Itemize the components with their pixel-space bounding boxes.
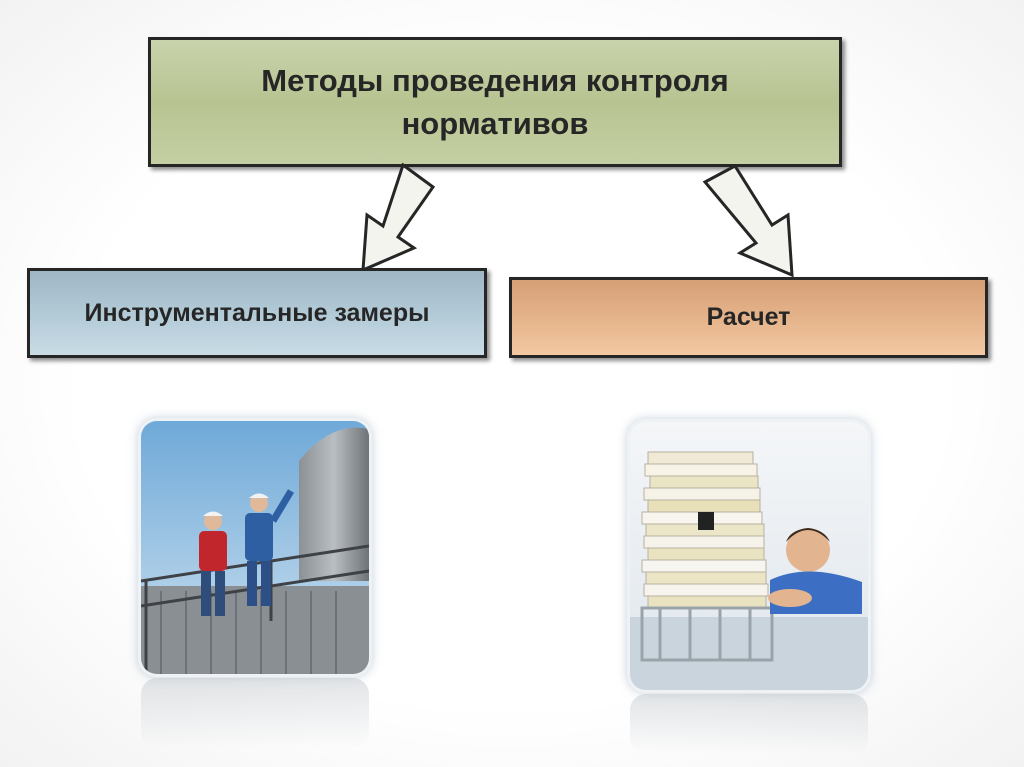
paperwork-photo [630, 422, 868, 690]
instrumental-measurements-label: Инструментальные замеры [84, 298, 430, 327]
workers-photo-reflection [141, 678, 369, 748]
calculation-box: Расчет [509, 277, 988, 358]
workers-photo [141, 421, 369, 674]
calculation-label: Расчет [706, 303, 791, 331]
paperwork-photo-reflection [630, 694, 868, 754]
arrow-down-left-icon [361, 162, 436, 273]
title-text: Методы проведения контроля нормативов [261, 63, 729, 141]
title-box: Методы проведения контроля нормативов [148, 37, 842, 167]
instrumental-measurements-box: Инструментальные замеры [27, 268, 487, 358]
arrow-down-right-icon [702, 164, 794, 278]
